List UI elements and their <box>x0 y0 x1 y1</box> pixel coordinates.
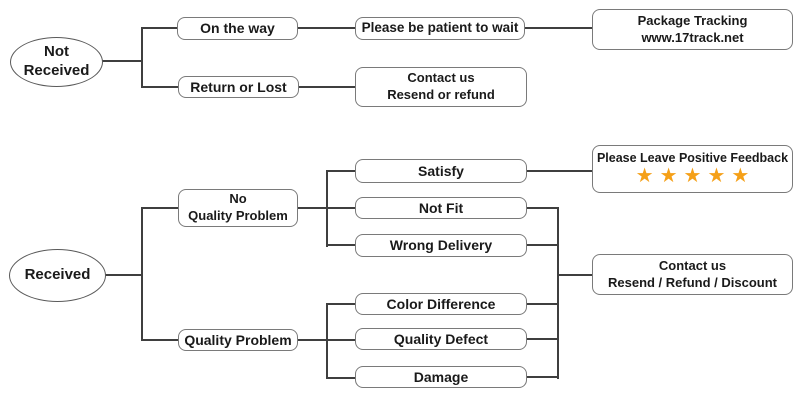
node-not-received-line1: Not <box>44 43 69 61</box>
connector-line <box>298 86 356 88</box>
node-satisfy: Satisfy <box>355 159 527 183</box>
node-return-or-lost-label: Return or Lost <box>190 78 287 95</box>
node-satisfy-label: Satisfy <box>418 162 464 179</box>
node-damage-label: Damage <box>413 368 469 385</box>
node-not-received: Not Received <box>10 37 103 87</box>
connector-line <box>326 207 356 209</box>
node-package-tracking: Package Tracking www.17track.net <box>592 9 793 50</box>
connector-line <box>100 60 142 62</box>
node-package-tracking-line1: Package Tracking <box>637 12 748 28</box>
node-on-the-way-label: On the way <box>200 20 275 37</box>
node-on-the-way: On the way <box>177 17 298 40</box>
node-contact-resend-refund-discount: Contact us Resend / Refund / Discount <box>592 254 793 295</box>
connector-line <box>297 339 328 341</box>
node-no-quality-problem-line1: No <box>229 191 247 207</box>
node-not-fit: Not Fit <box>355 197 527 219</box>
connector-line <box>326 339 356 341</box>
node-contact-resend-refund: Contact us Resend or refund <box>355 67 527 107</box>
node-contact-discount-line2: Resend / Refund / Discount <box>607 274 777 290</box>
node-positive-feedback-label: Please Leave Positive Feedback <box>596 151 789 165</box>
node-quality-problem: Quality Problem <box>178 329 298 351</box>
connector-line <box>526 170 593 172</box>
connector-line <box>526 376 559 378</box>
connector-line <box>557 207 559 379</box>
node-contact-discount-line1: Contact us <box>658 257 727 273</box>
node-quality-defect: Quality Defect <box>355 328 527 350</box>
node-color-difference: Color Difference <box>355 293 527 315</box>
connector-line <box>141 27 143 88</box>
five-star-rating-icon: ★★★★★ <box>635 165 756 187</box>
connector-line <box>526 244 559 246</box>
node-damage: Damage <box>355 366 527 388</box>
connector-line <box>103 274 142 276</box>
connector-line <box>557 274 593 276</box>
connector-line <box>326 303 356 305</box>
node-not-fit-label: Not Fit <box>418 199 464 216</box>
node-not-received-line2: Received <box>23 62 90 79</box>
node-package-tracking-line2: www.17track.net <box>641 29 744 45</box>
connector-line <box>326 377 356 379</box>
connector-line <box>141 86 179 88</box>
connector-line <box>141 207 143 341</box>
node-quality-problem-label: Quality Problem <box>184 331 292 348</box>
connector-line <box>526 207 559 209</box>
connector-line <box>526 338 559 340</box>
node-received: Received <box>9 249 106 302</box>
node-contact-resend-refund-line2: Resend or refund <box>387 87 495 102</box>
node-quality-defect-label: Quality Defect <box>393 330 489 347</box>
node-wrong-delivery: Wrong Delivery <box>355 234 527 257</box>
connector-line <box>326 303 328 379</box>
connector-line <box>524 27 593 29</box>
connector-line <box>326 244 356 246</box>
node-positive-feedback: Please Leave Positive Feedback ★★★★★ <box>592 145 793 193</box>
connector-line <box>326 170 356 172</box>
node-color-difference-label: Color Difference <box>386 295 496 312</box>
node-received-label: Received <box>24 266 91 284</box>
node-wrong-delivery-label: Wrong Delivery <box>389 237 493 254</box>
connector-line <box>297 207 328 209</box>
node-return-or-lost: Return or Lost <box>178 76 299 98</box>
node-no-quality-problem: No Quality Problem <box>178 189 298 227</box>
node-please-be-patient: Please be patient to wait <box>355 17 525 40</box>
node-no-quality-problem-line2: Quality Problem <box>188 208 288 223</box>
node-please-be-patient-label: Please be patient to wait <box>361 20 519 36</box>
node-contact-resend-refund-line1: Contact us <box>407 70 475 86</box>
connector-line <box>141 207 179 209</box>
connector-line <box>297 27 356 29</box>
connector-line <box>526 303 559 305</box>
connector-line <box>141 27 178 29</box>
connector-line <box>141 339 179 341</box>
